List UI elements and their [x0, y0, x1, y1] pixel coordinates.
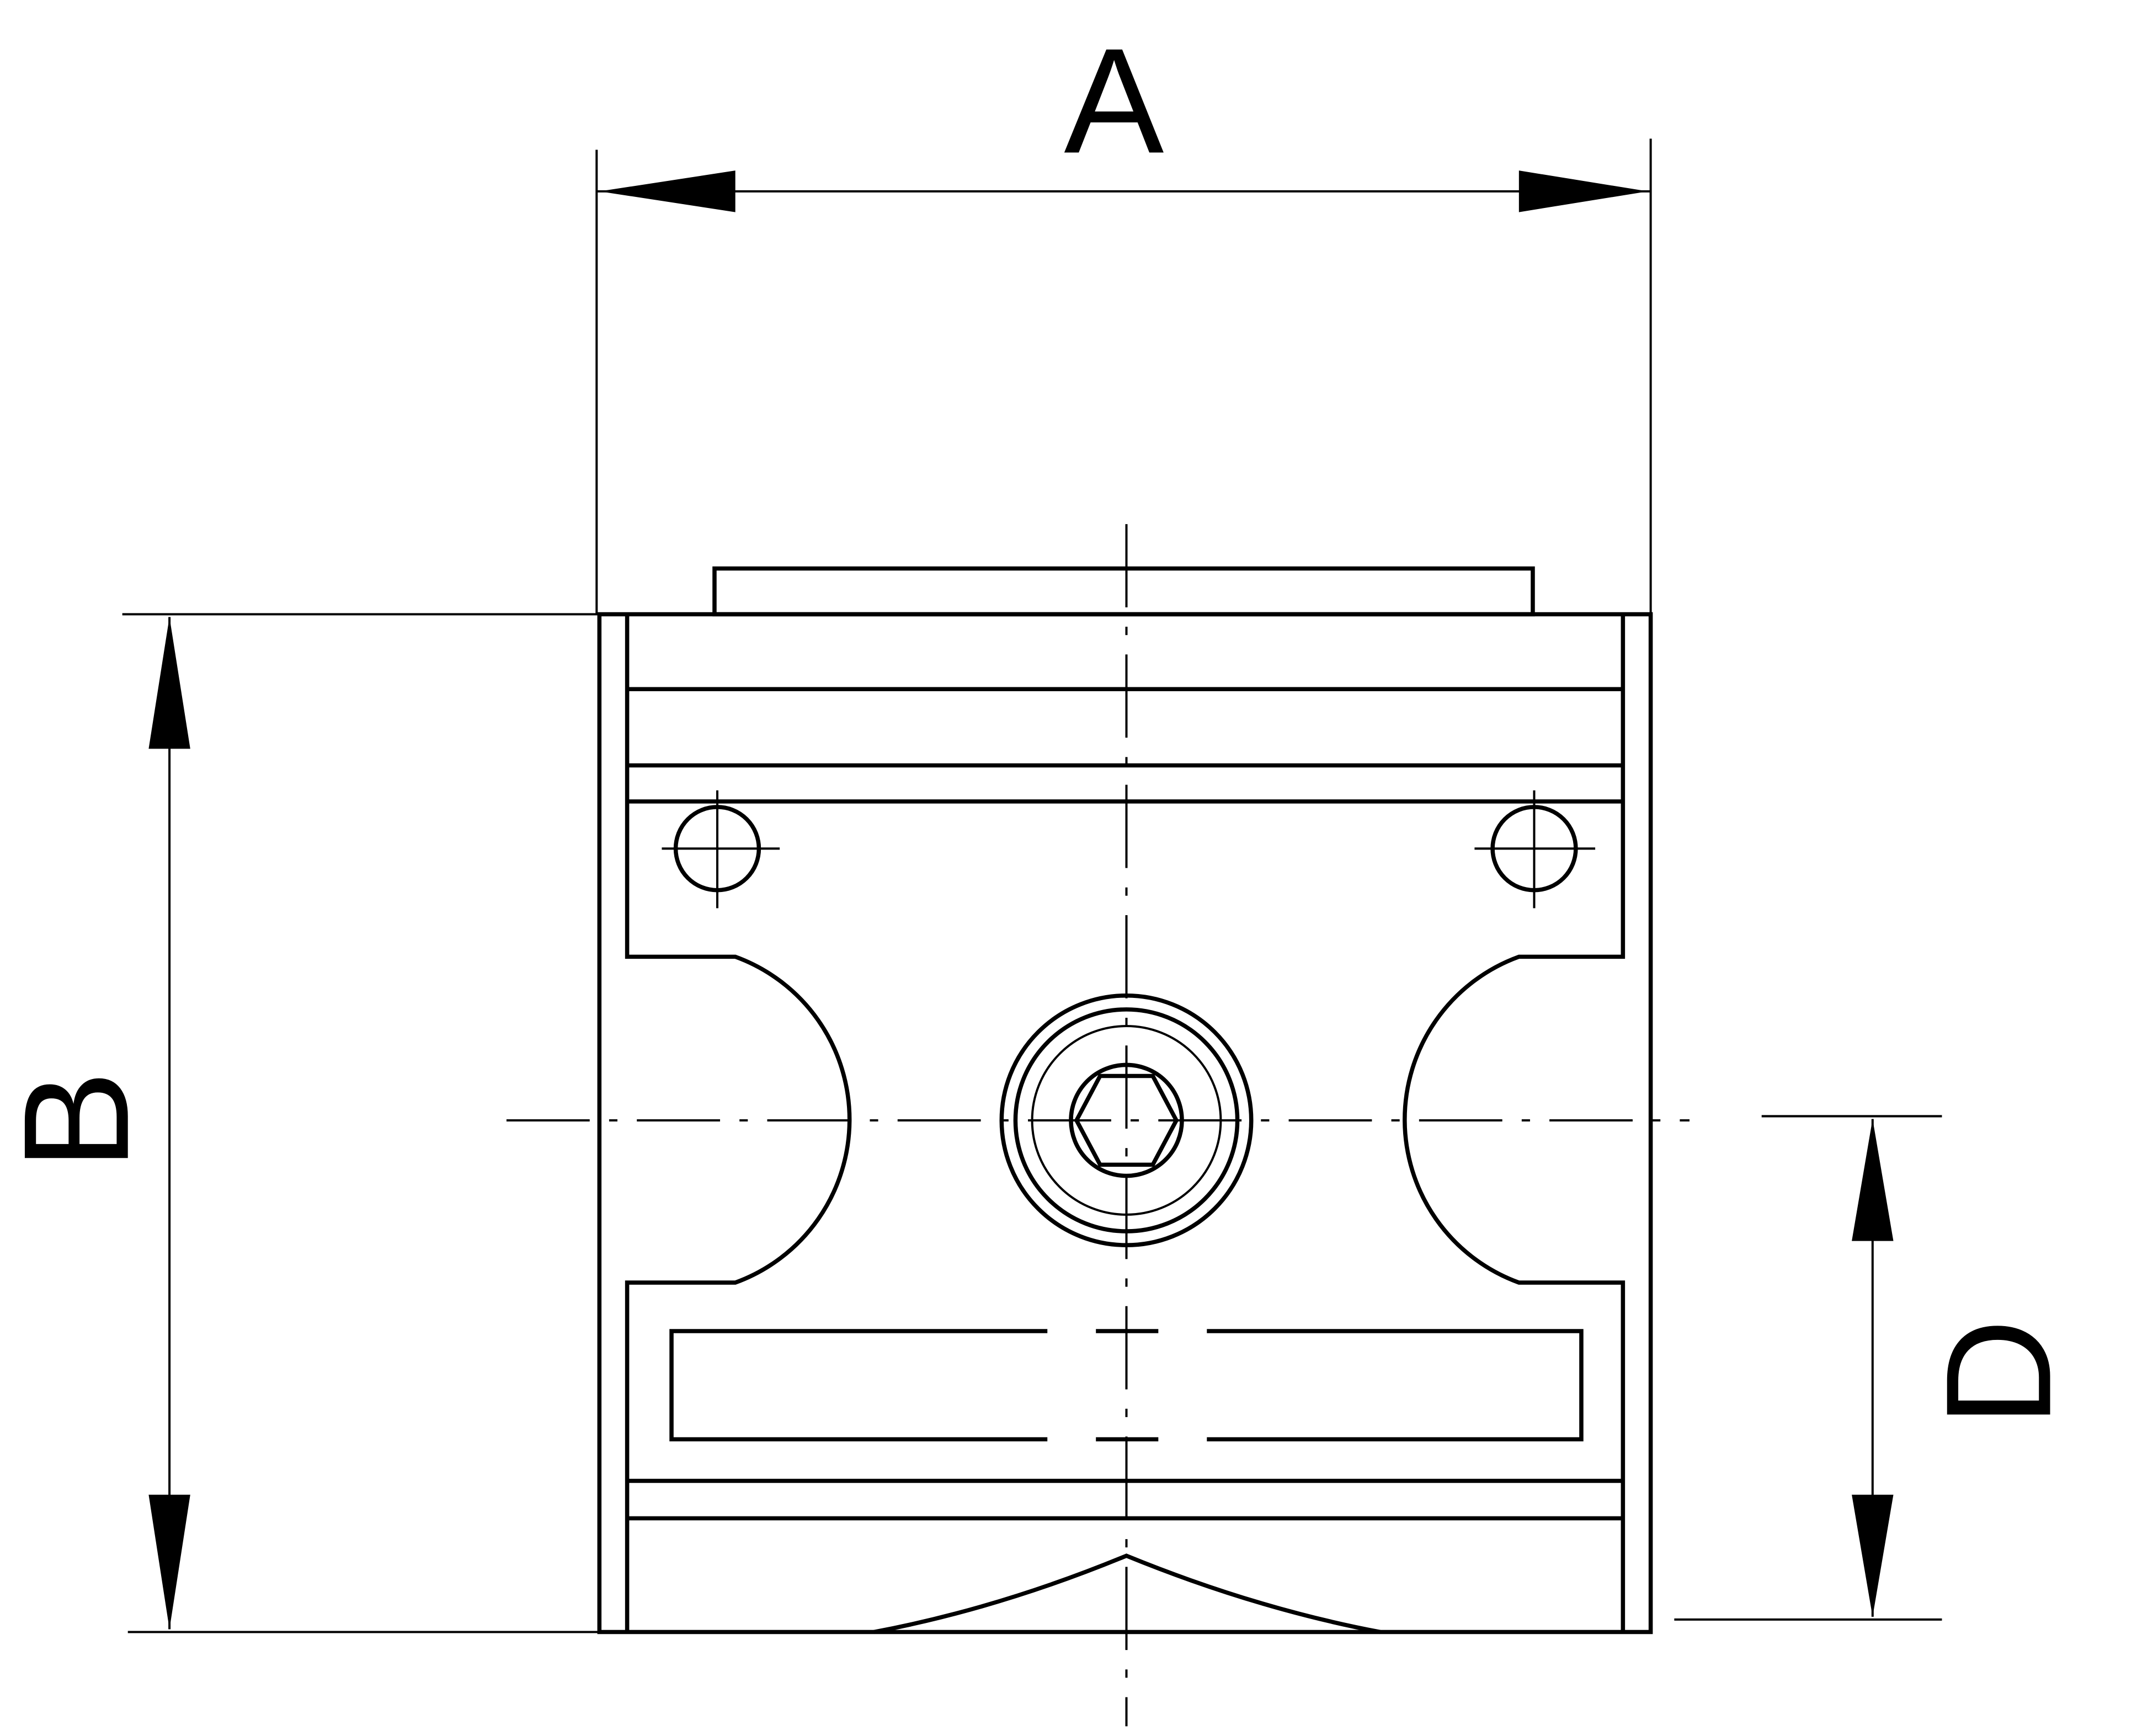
dimension-b: B [0, 613, 600, 1633]
body-outline [597, 612, 1653, 1634]
regulator-body [597, 566, 1653, 1634]
dimension-d: D [1674, 1115, 2082, 1621]
dimension-a: A [595, 17, 1652, 615]
top-cap [712, 566, 1535, 617]
mounting-hole-right [1474, 790, 1596, 909]
dimension-label-d: D [1915, 1318, 2082, 1427]
mounting-hole-left [662, 790, 780, 909]
dimension-label-b: B [0, 1070, 160, 1170]
dimension-label-a: A [1064, 17, 1164, 184]
